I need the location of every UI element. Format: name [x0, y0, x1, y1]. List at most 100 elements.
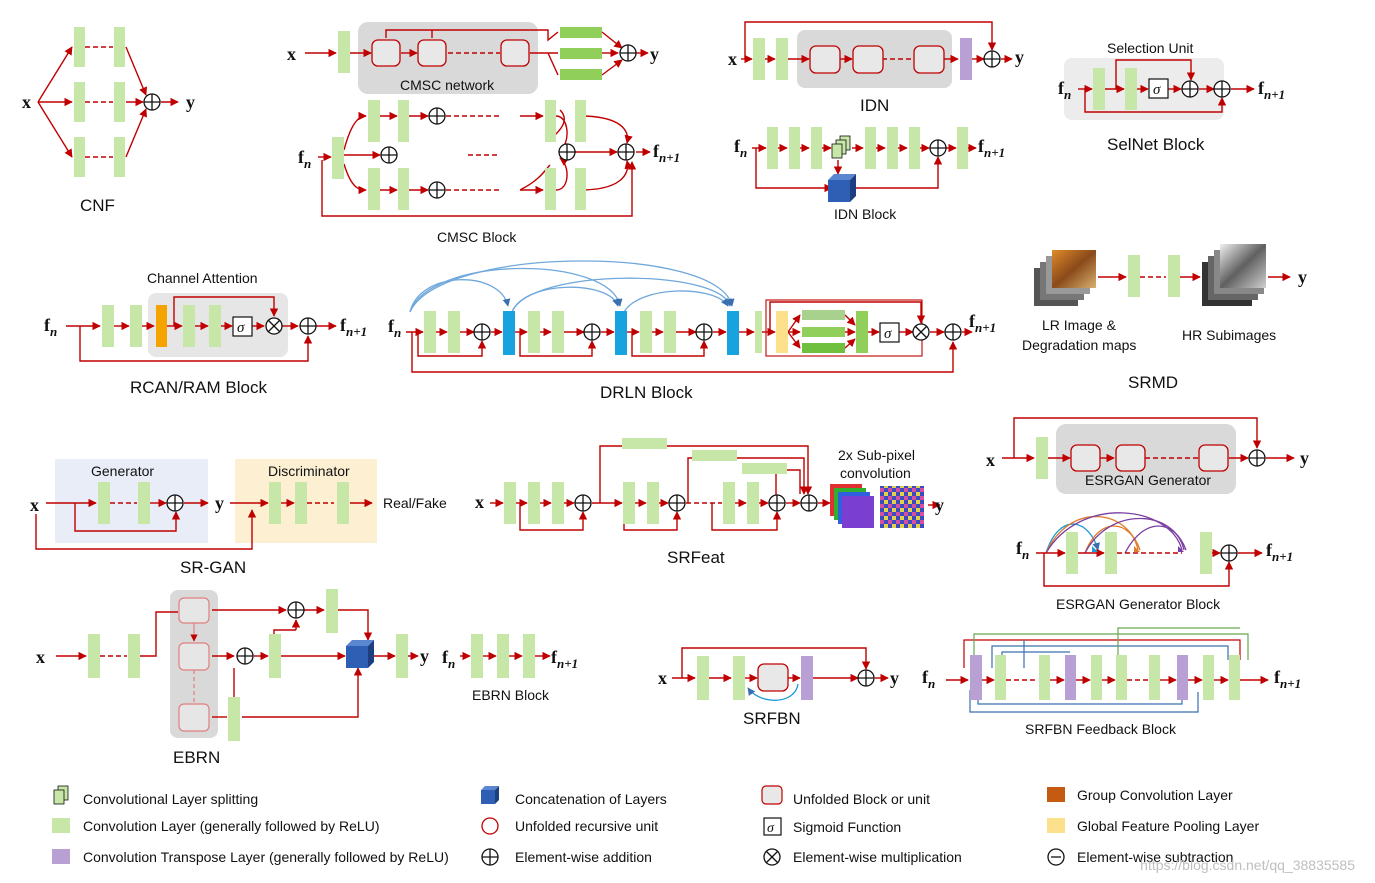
unfolded-block — [809, 45, 841, 74]
concat-icon — [346, 640, 374, 668]
unfolded-block — [1198, 444, 1229, 472]
conv-layer — [545, 168, 556, 210]
srfbn-title: SRFBN — [743, 709, 801, 728]
sigmoid-icon: σ — [232, 316, 253, 337]
rcan-input-f: fn — [44, 315, 57, 339]
subtract-icon — [1047, 848, 1065, 866]
conv-layer — [138, 482, 150, 524]
conv-layer — [471, 634, 483, 678]
real-fake-label: Real/Fake — [383, 495, 447, 511]
degradation-maps-label: Degradation maps — [1022, 337, 1136, 353]
conv-layer — [753, 38, 765, 80]
add-icon — [236, 647, 254, 665]
add-icon — [428, 107, 446, 125]
conv-layer — [1149, 655, 1160, 700]
esrgan-block-input-f: fn — [1016, 538, 1029, 562]
add-icon — [857, 669, 875, 687]
conv-layer — [326, 589, 338, 633]
cmsc-input-x: x — [287, 44, 296, 64]
conv-layer — [368, 168, 380, 210]
conv-layer — [1105, 532, 1117, 574]
conv-layer — [102, 305, 114, 347]
conv-layer — [183, 305, 195, 347]
add-icon — [1213, 80, 1231, 98]
legend-conv-split-label: Convolutional Layer splitting — [83, 791, 259, 807]
conv-layer — [88, 634, 100, 678]
add-icon — [574, 494, 592, 512]
conv-layer — [1229, 655, 1240, 700]
srgan-input-x: x — [30, 495, 39, 515]
srfbn-input-x: x — [658, 668, 667, 688]
conv-layer — [776, 38, 788, 80]
conv-layer — [552, 482, 564, 524]
legend-add-label: Element-wise addition — [515, 849, 652, 865]
conv-layer — [995, 655, 1006, 700]
add-icon — [944, 323, 962, 341]
conv-layer — [295, 482, 307, 524]
add-icon — [143, 93, 161, 111]
conv-layer — [755, 311, 762, 353]
add-icon — [668, 494, 686, 512]
concat-icon — [481, 786, 499, 804]
conv-transpose-layer — [960, 38, 972, 80]
conv-layer — [398, 100, 409, 142]
drln-input-f: fn — [388, 316, 401, 340]
srfbn-output-y: y — [890, 668, 899, 688]
conv-layer — [909, 127, 920, 169]
watermark: https://blog.csdn.net/qq_38835585 — [1140, 857, 1355, 873]
legend-subtract-label: Element-wise subtraction — [1077, 849, 1234, 865]
recursive-unit — [417, 39, 447, 67]
conv-layer — [337, 482, 349, 524]
ebrn-block-input-f: fn — [442, 647, 455, 671]
conv-layer — [560, 69, 602, 80]
conv-transpose-layer — [970, 655, 982, 700]
recursive-unit — [757, 663, 789, 692]
srfbn-block-title: SRFBN Feedback Block — [1025, 721, 1177, 737]
conv-layer — [1200, 532, 1212, 574]
conv-layer-icon — [52, 818, 70, 833]
idn-block-output-f: fn+1 — [978, 136, 1005, 160]
conv-layer — [523, 634, 535, 678]
cnf-diagram — [37, 46, 179, 158]
add-icon — [695, 323, 713, 341]
concat-layer — [727, 311, 739, 355]
legend-global-pool-label: Global Feature Pooling Layer — [1077, 818, 1260, 834]
cmsc-output-y: y — [650, 44, 659, 64]
drln-title: DRLN Block — [600, 383, 693, 402]
global-pool-layer — [156, 305, 167, 347]
add-icon — [619, 44, 637, 62]
srfeat-title: SRFeat — [667, 548, 725, 567]
add-icon — [617, 143, 635, 161]
conv-transpose-icon — [52, 849, 70, 864]
idn-title: IDN — [860, 96, 889, 115]
esrgan-generator-label: ESRGAN Generator — [1085, 472, 1211, 488]
conv-layer — [74, 27, 85, 67]
conv-split-icon — [831, 135, 851, 159]
conv-layer — [1116, 655, 1127, 700]
add-icon — [929, 139, 947, 157]
unfolded-block — [1070, 444, 1101, 472]
idn-block-title: IDN Block — [834, 206, 897, 222]
conv-layer — [528, 482, 540, 524]
conv-layer — [209, 305, 221, 347]
selnet-title: SelNet Block — [1107, 135, 1205, 154]
conv-layer — [545, 100, 556, 142]
esrgan-generator-box — [1056, 424, 1236, 494]
conv-layer — [560, 27, 602, 38]
recursive-unit — [371, 39, 401, 67]
cmsc-block-input-f: fn — [298, 147, 311, 171]
add-icon — [473, 323, 491, 341]
discriminator-label: Discriminator — [268, 463, 350, 479]
add-icon — [380, 146, 398, 164]
sigmoid-icon: σ — [1148, 78, 1169, 99]
legend-conv-layer-label: Convolution Layer (generally followed by… — [83, 818, 380, 834]
unfolded-block — [1115, 444, 1146, 472]
drln-output-f: fn+1 — [969, 311, 996, 335]
svg-text:σ: σ — [884, 326, 892, 342]
srfbn-block-input-f: fn — [922, 667, 935, 691]
global-pool-layer — [776, 311, 788, 353]
conv-transpose-layer — [1177, 655, 1188, 700]
conv-layer — [1066, 532, 1078, 574]
ebrn-unit — [178, 703, 210, 732]
cmsc-network-box — [358, 22, 538, 94]
